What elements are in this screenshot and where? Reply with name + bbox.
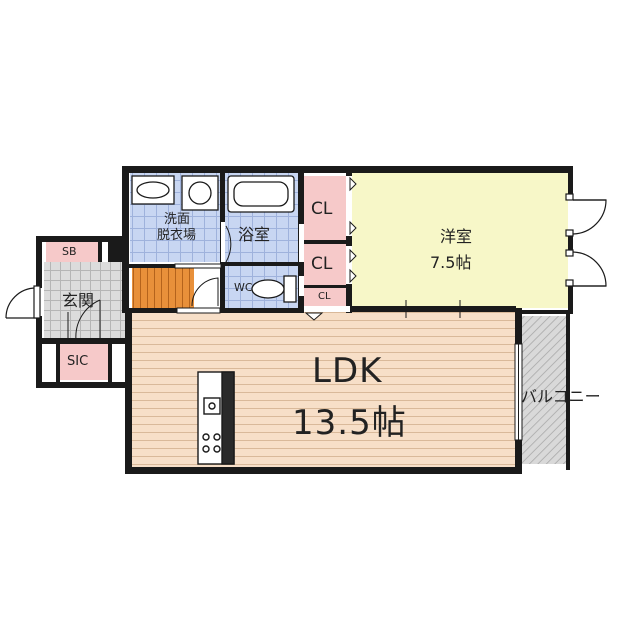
ldk-name: LDK	[312, 351, 383, 391]
wc-label: WC	[234, 281, 253, 294]
ldk-size: 13.5帖	[292, 403, 407, 443]
bath-label: 浴室	[238, 225, 271, 244]
stair-area	[132, 268, 194, 308]
entrance-label: 玄関	[62, 291, 95, 310]
closet-small-label: CL	[318, 291, 331, 302]
bath-door[interactable]	[225, 225, 232, 263]
washroom-door[interactable]	[191, 277, 219, 307]
closet-upper	[304, 176, 346, 240]
bathtub-fixture	[227, 175, 295, 213]
sliding-door-ldk-western[interactable]	[352, 300, 516, 318]
balcony-floor	[522, 316, 568, 464]
kitchen-counter[interactable]	[197, 371, 235, 465]
entrance-floor	[44, 262, 126, 338]
western-room-name: 洋室	[440, 227, 473, 246]
entrance-door[interactable]	[5, 285, 41, 319]
western-room-doors[interactable]	[565, 193, 607, 287]
washroom-label-line2: 脱衣場	[157, 228, 197, 243]
ldk-floor	[130, 312, 516, 469]
closet-lower-label: CL	[311, 254, 333, 274]
sb-label: SB	[62, 245, 77, 258]
washing-machine-fixture	[181, 175, 219, 211]
sic-label: SIC	[67, 354, 89, 369]
sic-closet	[60, 344, 108, 380]
closet-door-marks	[304, 176, 357, 321]
balcony-label: バルコニー	[521, 387, 601, 406]
western-room-size: 7.5帖	[430, 253, 472, 272]
entrance-inner-door[interactable]	[67, 299, 101, 341]
washbasin-fixture	[131, 175, 175, 205]
closet-upper-label: CL	[311, 199, 333, 219]
toilet-fixture	[251, 275, 297, 303]
western-room-floor	[350, 172, 568, 308]
washroom-label-line1: 洗面	[164, 212, 191, 227]
sb-closet	[46, 242, 98, 262]
closet-small	[304, 288, 346, 308]
closet-lower	[304, 244, 346, 286]
